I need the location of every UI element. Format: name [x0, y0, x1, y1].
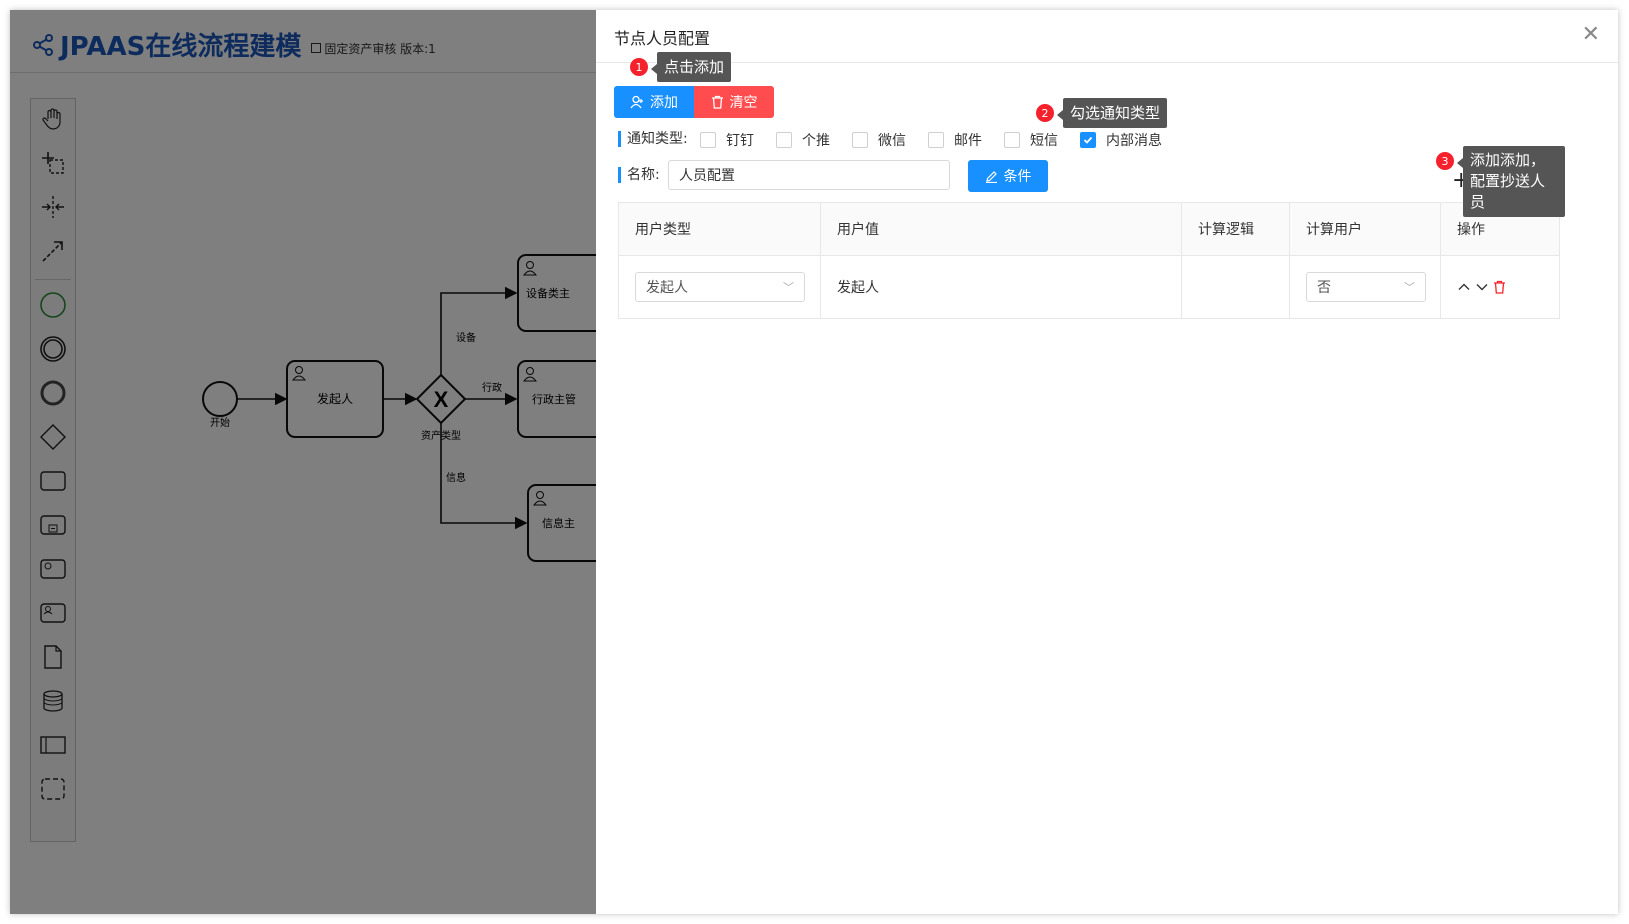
condition-button[interactable]: 条件	[968, 160, 1048, 192]
calc-user-select[interactable]: 否 ﹀	[1306, 272, 1426, 302]
delete-icon[interactable]	[1493, 280, 1506, 294]
name-input-value: 人员配置	[679, 168, 735, 184]
name-label: 名称:	[627, 167, 660, 183]
user-type-cell: 发起人 ﹀	[619, 256, 821, 318]
table-header: 用户类型 用户值 计算逻辑 计算用户 操作	[619, 203, 1559, 256]
tip-arrow	[1457, 158, 1463, 168]
node-user-config-drawer: 节点人员配置 ✕ 添加 清空 通知类型: 钉钉 个推 微信 邮件 短信 内部消息…	[596, 10, 1618, 914]
notify-option-push[interactable]: 个推	[776, 130, 830, 150]
header-actions: 操作	[1457, 222, 1485, 238]
calc-user-value: 否	[1317, 280, 1331, 296]
option-label: 个推	[802, 133, 830, 149]
checkbox[interactable]	[700, 132, 716, 148]
option-label: 内部消息	[1106, 133, 1162, 149]
label-accent	[618, 167, 621, 183]
user-config-table: 用户类型 用户值 计算逻辑 计算用户 操作 发起人 ﹀ 发起人 否	[618, 202, 1560, 319]
checkbox[interactable]	[852, 132, 868, 148]
tip-add-cc: 添加添加，配置抄送人员	[1463, 146, 1565, 217]
window: JPAAS在线流程建模 固定资产审核 版本:1	[10, 10, 1618, 914]
clear-button-label: 清空	[729, 95, 758, 111]
step-badge-3: 3	[1436, 152, 1454, 170]
header-calc-user: 计算用户	[1290, 203, 1441, 255]
option-label: 微信	[878, 133, 906, 149]
label-accent	[618, 131, 621, 147]
notify-option-internal[interactable]: 内部消息	[1080, 130, 1162, 150]
name-input[interactable]: 人员配置	[668, 160, 950, 190]
user-add-icon	[630, 95, 643, 109]
move-up-icon[interactable]	[1457, 280, 1471, 294]
notify-option-email[interactable]: 邮件	[928, 130, 982, 150]
tip-arrow	[651, 64, 657, 74]
header-calc-logic: 计算逻辑	[1182, 203, 1290, 255]
trash-icon	[711, 95, 723, 109]
notify-type-label: 通知类型:	[627, 131, 688, 147]
user-value-cell[interactable]: 发起人	[821, 256, 1182, 318]
add-button-label: 添加	[650, 95, 678, 111]
notify-option-sms[interactable]: 短信	[1004, 130, 1058, 150]
add-button[interactable]: 添加	[614, 86, 694, 118]
checkbox-checked[interactable]	[1080, 132, 1096, 148]
option-label: 钉钉	[726, 133, 754, 149]
notify-option-wechat[interactable]: 微信	[852, 130, 906, 150]
condition-button-label: 条件	[1003, 169, 1032, 185]
divider	[596, 62, 1618, 63]
process-modeler: JPAAS在线流程建模 固定资产审核 版本:1	[10, 10, 596, 914]
drawer-title: 节点人员配置	[614, 29, 711, 48]
move-down-icon[interactable]	[1475, 280, 1489, 294]
checkbox[interactable]	[928, 132, 944, 148]
close-icon[interactable]: ✕	[1581, 22, 1600, 47]
tip-check-notify: 勾选通知类型	[1063, 98, 1168, 128]
tip-arrow	[1057, 110, 1063, 120]
edit-icon	[985, 170, 997, 183]
notify-option-dingtalk[interactable]: 钉钉	[700, 130, 754, 150]
option-label: 短信	[1030, 133, 1058, 149]
clear-button[interactable]: 清空	[694, 86, 774, 118]
header-user-value: 用户值	[821, 203, 1182, 255]
actions-cell	[1441, 256, 1559, 318]
checkbox[interactable]	[776, 132, 792, 148]
modal-mask[interactable]	[10, 10, 596, 914]
chevron-down-icon: ﹀	[783, 281, 794, 294]
step-badge-2: 2	[1036, 104, 1054, 122]
user-type-select[interactable]: 发起人 ﹀	[635, 272, 805, 302]
check-icon	[1083, 136, 1093, 144]
notify-type-group: 钉钉 个推 微信 邮件 短信 内部消息	[700, 130, 1184, 150]
user-type-value: 发起人	[646, 280, 688, 296]
calc-logic-cell[interactable]	[1182, 256, 1290, 318]
option-label: 邮件	[954, 133, 982, 149]
tip-click-add: 点击添加	[657, 52, 732, 82]
header-user-type: 用户类型	[619, 203, 821, 255]
chevron-down-icon: ﹀	[1404, 281, 1415, 294]
step-badge-1: 1	[630, 58, 648, 76]
table-row: 发起人 ﹀ 发起人 否 ﹀	[619, 256, 1559, 318]
checkbox[interactable]	[1004, 132, 1020, 148]
calc-user-cell: 否 ﹀	[1290, 256, 1441, 318]
